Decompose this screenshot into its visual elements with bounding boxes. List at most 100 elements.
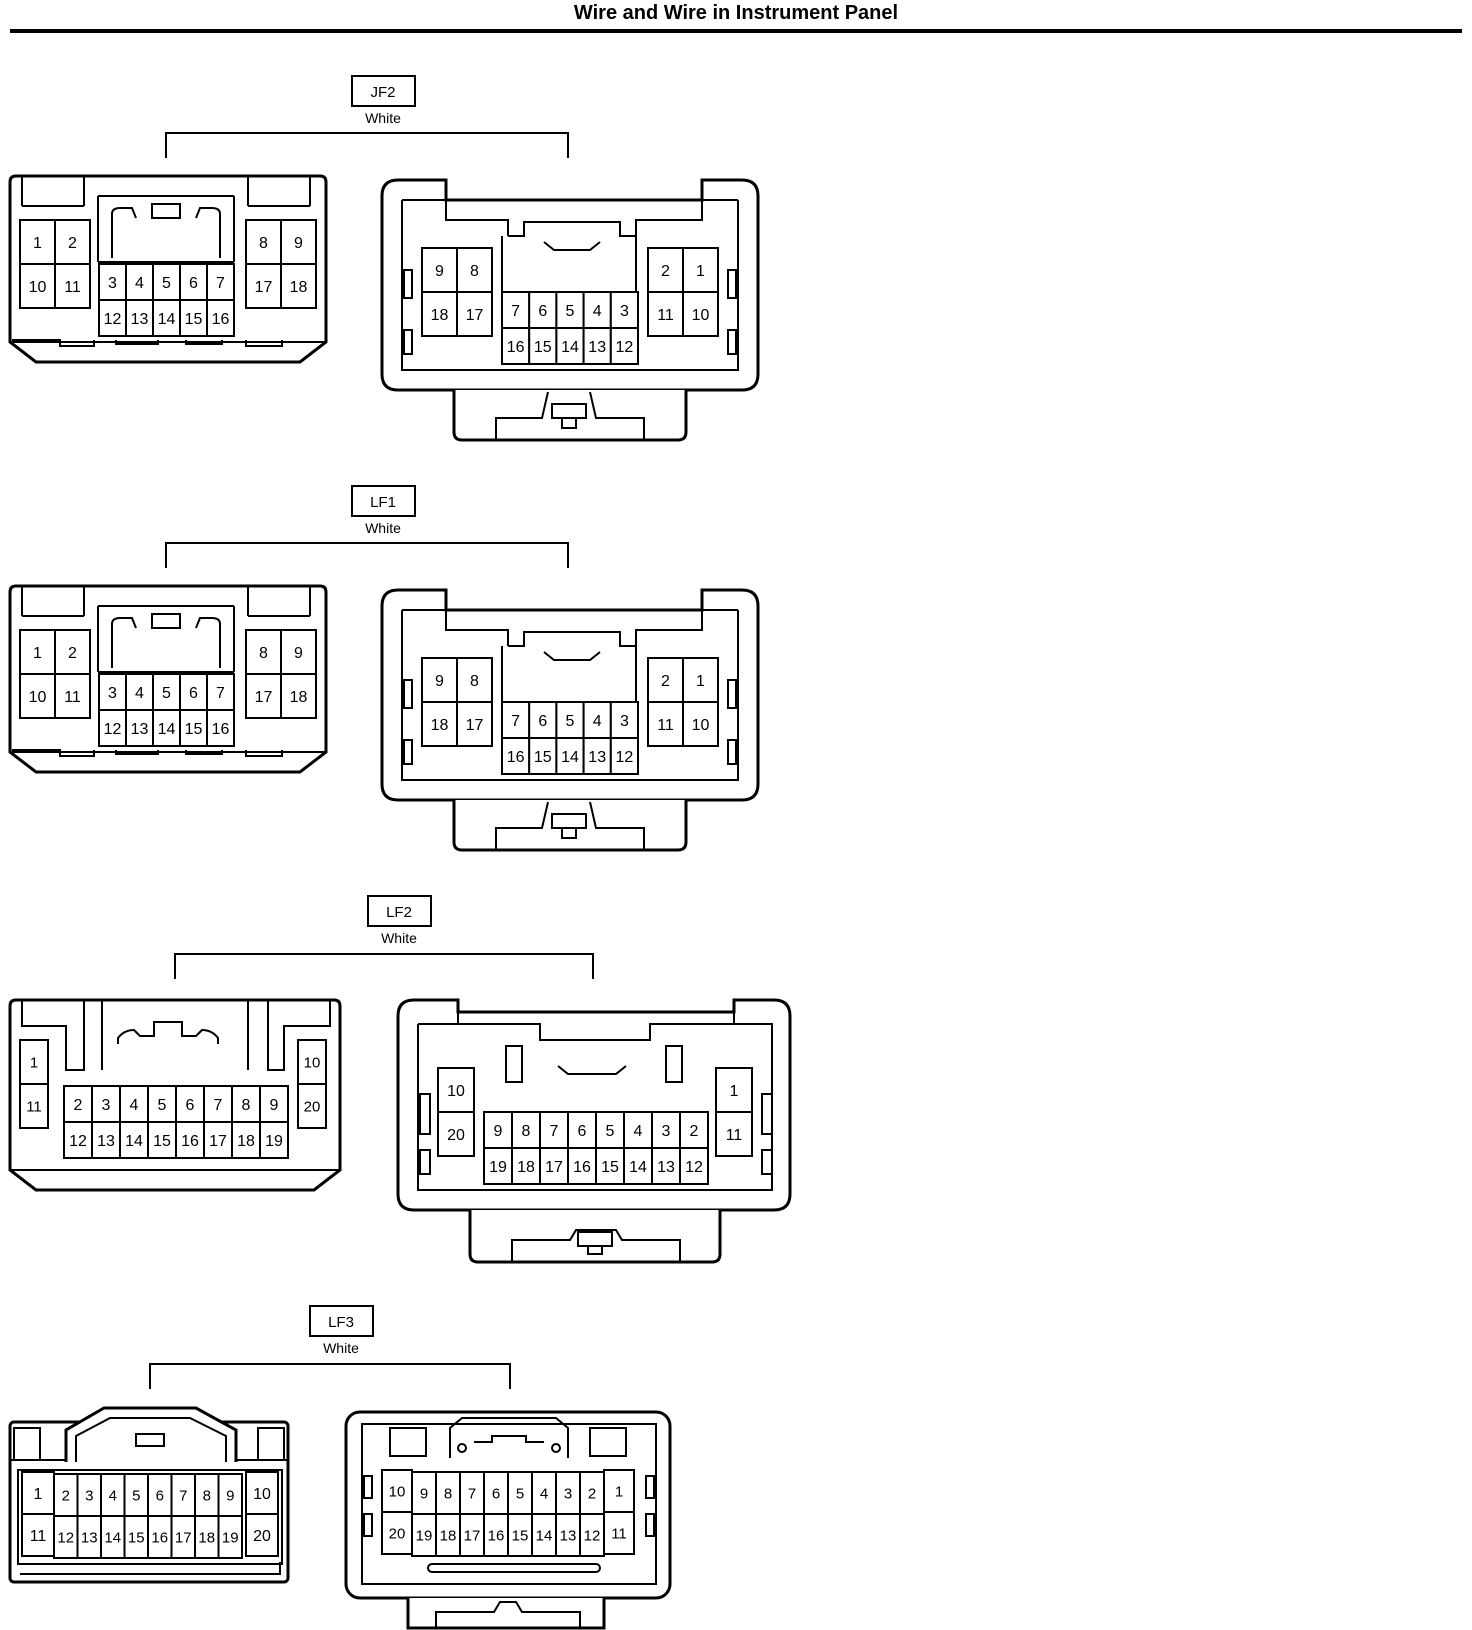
- pin-cell: 6: [147, 1473, 173, 1517]
- pin-number: 16: [573, 1159, 591, 1176]
- pin-cell: 9: [421, 657, 458, 703]
- pin-number: 15: [185, 721, 203, 738]
- pair-bracket: [149, 1363, 511, 1389]
- pin-cell: 4: [125, 673, 154, 711]
- pin-cell: 6: [179, 673, 208, 711]
- pin-number: 13: [97, 1133, 115, 1150]
- pin-number: 2: [62, 1487, 70, 1504]
- pin-cell: 8: [245, 629, 282, 675]
- pin-number: 18: [517, 1159, 535, 1176]
- connector-color: White: [323, 1340, 359, 1356]
- pin-number: 7: [216, 685, 225, 702]
- pin-cell: 9: [280, 629, 317, 675]
- pin-number: 3: [85, 1487, 93, 1504]
- connector-code: LF2: [386, 904, 412, 921]
- pin-cell: 10: [437, 1067, 475, 1113]
- pin-cell: 10: [245, 1471, 279, 1515]
- pin-number: 15: [601, 1159, 619, 1176]
- pin-number: 10: [29, 279, 47, 296]
- connector-code-box: [351, 485, 416, 517]
- pin-number: 15: [534, 339, 552, 356]
- pin-cell: 2: [647, 247, 684, 293]
- pin-cell: 14: [555, 737, 585, 775]
- pin-number: 13: [131, 721, 149, 738]
- pin-cell: 10: [682, 701, 719, 747]
- pin-cell: 10: [19, 263, 56, 309]
- pin-number: 8: [522, 1123, 531, 1140]
- pin-cell: 7: [170, 1473, 196, 1517]
- pin-cell: 20: [437, 1111, 475, 1157]
- pin-cell: 2: [679, 1111, 709, 1149]
- pin-number: 19: [265, 1133, 283, 1150]
- connector-code-box: [351, 75, 416, 107]
- connector-code-box: [367, 895, 432, 927]
- pin-number: 8: [259, 645, 268, 662]
- pin-cell: 16: [175, 1121, 205, 1159]
- pin-cell: 1: [19, 219, 56, 265]
- pin-cell: 15: [179, 709, 208, 747]
- connector-code: LF3: [328, 1314, 354, 1331]
- pin-number: 14: [104, 1529, 121, 1546]
- pin-number: 9: [294, 645, 303, 662]
- pin-cell: 20: [297, 1083, 327, 1129]
- pin-cell: 15: [507, 1513, 533, 1557]
- pin-number: 18: [290, 689, 308, 706]
- connector-color: White: [365, 110, 401, 126]
- pin-cell: 8: [194, 1473, 220, 1517]
- pin-cell: 2: [54, 629, 91, 675]
- pin-cell: 7: [206, 263, 235, 301]
- pin-number: 12: [685, 1159, 703, 1176]
- pin-number: 1: [33, 235, 42, 252]
- pin-number: 18: [290, 279, 308, 296]
- pin-number: 15: [512, 1527, 529, 1544]
- pin-cell: 3: [91, 1085, 121, 1123]
- pin-cell: 8: [456, 247, 493, 293]
- pin-cell: 15: [528, 737, 558, 775]
- pin-number: 5: [132, 1487, 140, 1504]
- pin-cell: 5: [555, 701, 585, 739]
- pin-cell: 9: [411, 1471, 437, 1515]
- pin-number: 8: [444, 1485, 452, 1502]
- pin-cell: 17: [170, 1515, 196, 1559]
- pin-number: 4: [593, 303, 602, 320]
- pin-number: 15: [534, 749, 552, 766]
- pin-cell: 1: [682, 247, 719, 293]
- pin-number: 6: [189, 685, 198, 702]
- pin-number: 12: [104, 721, 122, 738]
- pin-cell: 16: [206, 299, 235, 337]
- connector-code: LF1: [370, 494, 396, 511]
- pin-cell: 9: [280, 219, 317, 265]
- pin-number: 15: [185, 311, 203, 328]
- pin-number: 20: [389, 1525, 406, 1542]
- pin-cell: 13: [125, 299, 154, 337]
- pin-cell: 3: [98, 673, 127, 711]
- pin-number: 15: [153, 1133, 171, 1150]
- pin-cell: 16: [206, 709, 235, 747]
- pin-number: 16: [181, 1133, 199, 1150]
- pin-cell: 12: [609, 327, 639, 365]
- pin-number: 17: [209, 1133, 227, 1150]
- pin-number: 11: [26, 1098, 42, 1115]
- pin-cell: 15: [147, 1121, 177, 1159]
- pin-cell: 10: [682, 291, 719, 337]
- pin-cell: 2: [53, 1473, 79, 1517]
- pin-number: 8: [242, 1097, 251, 1114]
- pin-number: 12: [616, 749, 634, 766]
- pin-cell: 9: [483, 1111, 513, 1149]
- pin-cell: 13: [125, 709, 154, 747]
- pin-number: 7: [214, 1097, 223, 1114]
- pin-cell: 17: [459, 1513, 485, 1557]
- pin-cell: 2: [647, 657, 684, 703]
- pin-number: 15: [128, 1529, 145, 1546]
- pin-cell: 16: [147, 1515, 173, 1559]
- pin-number: 9: [420, 1485, 428, 1502]
- pin-number: 13: [588, 339, 606, 356]
- pin-number: 6: [189, 275, 198, 292]
- pair-bracket: [174, 953, 594, 979]
- pin-cell: 11: [647, 291, 684, 337]
- page-title: Wire and Wire in Instrument Panel: [573, 2, 899, 24]
- pin-number: 5: [606, 1123, 615, 1140]
- pin-number: 9: [435, 673, 444, 690]
